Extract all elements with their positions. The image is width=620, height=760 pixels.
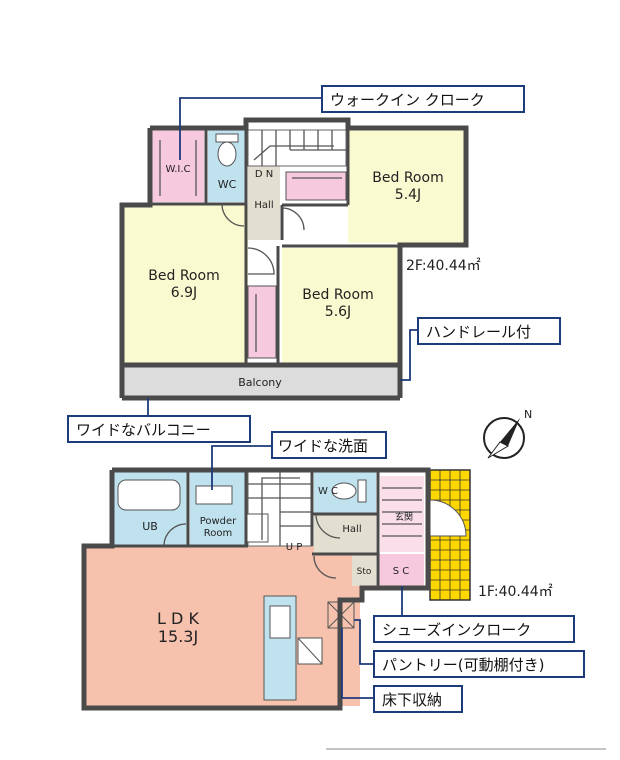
sc-label: S C: [393, 566, 410, 577]
closet-56: [247, 285, 277, 359]
hall-1f-label: Hall: [342, 524, 361, 535]
room-bed-56: [282, 248, 398, 363]
callout-handrail: ハンドレール付: [426, 323, 531, 341]
floor-2: Bed Room 5.4J Bed Room 6.9J Bed Room 5.6…: [119, 117, 481, 401]
callout-underfloor: 床下収納: [382, 691, 442, 709]
callout-shoes-closet-box: [373, 615, 575, 643]
sto-label: Sto: [357, 567, 372, 577]
room-wic: [152, 130, 204, 202]
floor-1: UB Powder Room W C Hall U P L D K 15.3J …: [81, 467, 553, 711]
up-label: U P: [286, 542, 303, 553]
floor-2-area: 2F:40.44㎡: [406, 258, 481, 274]
toilet-bowl-1f: [331, 482, 357, 500]
entrance-area: [380, 476, 424, 552]
callout-wide-balcony: ワイドなバルコニー: [76, 421, 211, 439]
callout-handrail-box: [417, 317, 561, 345]
toilet-tank-1f: [357, 479, 367, 503]
callout-underfloor-box: [373, 685, 463, 713]
powder-label-1: Powder: [200, 516, 237, 527]
stairs-2f: [247, 129, 347, 167]
bed-56-name: Bed Room: [302, 287, 373, 303]
callout-shoes-closet: シューズインクローク: [382, 621, 531, 639]
callout-wide-balcony-box: [67, 415, 251, 443]
fridge-mark: [297, 637, 323, 665]
callout-pantry-box: [373, 650, 585, 678]
room-ldk: [84, 546, 360, 706]
north-label: N: [524, 408, 532, 421]
callout-pantry: パントリー(可動棚付き): [382, 656, 544, 674]
ldk-size: 15.3J: [158, 627, 198, 646]
hall-1f: [314, 514, 376, 554]
ub-label: UB: [142, 520, 158, 533]
wic-label: W.I.C: [165, 164, 190, 175]
ldk-name: L D K: [157, 609, 199, 628]
balcony: [122, 366, 400, 397]
toilet-tank-2f: [215, 133, 239, 143]
dn-label: D N: [255, 169, 273, 180]
toilet-bowl-2f: [217, 141, 237, 167]
callouts: ウォークイン クローク ハンドレール付 ワイドなバルコニー ワイドな洗面 シュー…: [67, 85, 585, 713]
callout-walkin-closet-box: [321, 85, 525, 113]
powder-storage: [245, 513, 269, 543]
hall-2f-label: Hall: [254, 200, 273, 211]
porch-tiles: [429, 469, 471, 601]
wash-basin: [195, 485, 233, 505]
room-bed-69: [124, 205, 248, 363]
wc-2f-label: WC: [218, 178, 237, 191]
wc-1f-label: W C: [318, 486, 338, 497]
floor-1-area: 1F:40.44㎡: [478, 584, 553, 600]
powder-label-2: Room: [204, 528, 232, 539]
bed-54-size: 5.4J: [395, 187, 421, 203]
bathtub: [117, 479, 181, 511]
bed-54-name: Bed Room: [372, 170, 443, 186]
callout-wide-washroom: ワイドな洗面: [278, 437, 368, 455]
room-powder: [190, 470, 246, 546]
bed-69-name: Bed Room: [148, 268, 219, 284]
hall-2f: [248, 165, 280, 240]
bed-56-size: 5.6J: [325, 304, 351, 320]
wic-inner-closet: [285, 171, 347, 201]
entrance-label: 玄関: [395, 511, 413, 523]
room-bed-54: [348, 128, 464, 243]
room-sto: [352, 554, 376, 586]
balcony-label: Balcony: [238, 376, 282, 389]
callout-walkin-closet: ウォークイン クローク: [330, 91, 485, 109]
bed-69-size: 6.9J: [171, 285, 197, 301]
room-sc: [378, 554, 424, 586]
sink: [269, 605, 291, 639]
callout-wide-washroom-box: [271, 431, 387, 459]
compass: N: [483, 408, 532, 459]
